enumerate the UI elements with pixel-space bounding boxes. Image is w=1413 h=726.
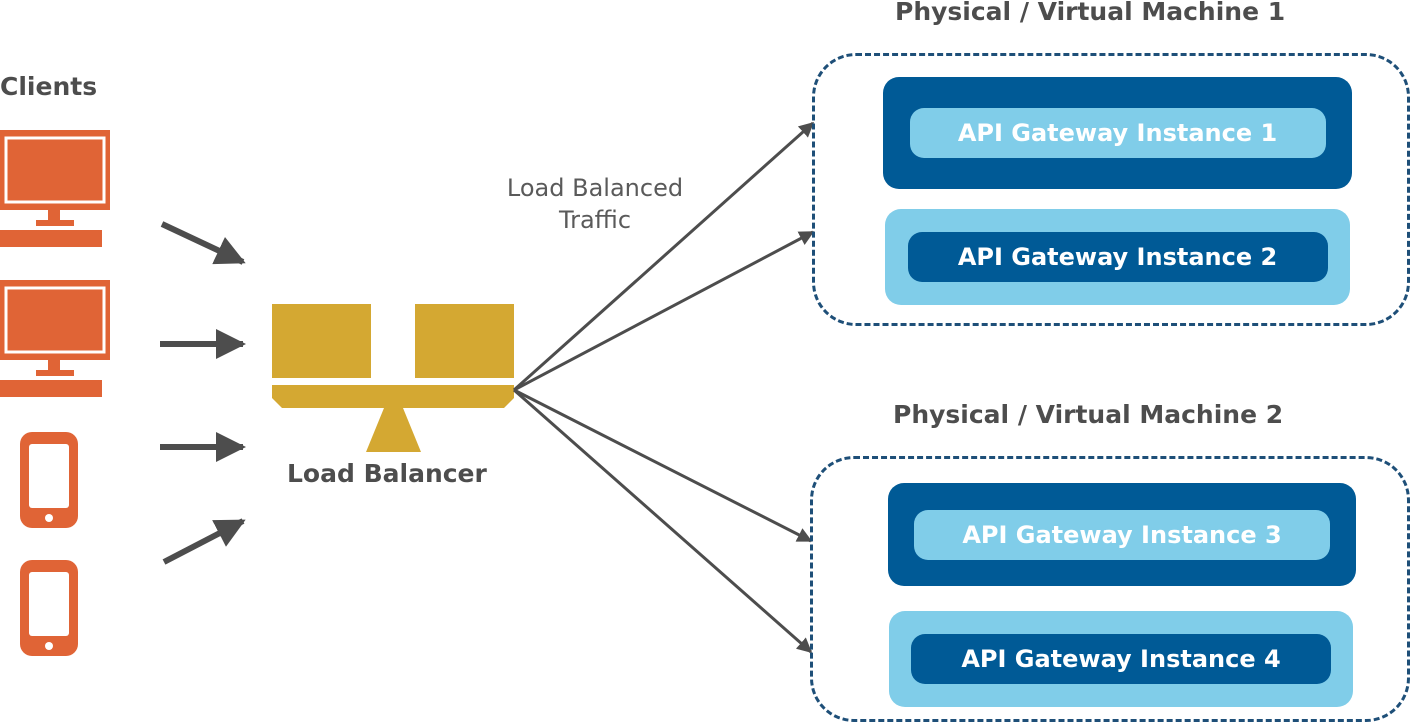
phone-icon	[20, 560, 78, 656]
instance-label: API Gateway Instance 4	[911, 634, 1331, 684]
traffic-arrow	[513, 230, 815, 392]
machine-container	[810, 456, 1410, 722]
traffic-label-line: Load Balanced	[506, 174, 684, 202]
client-arrow	[162, 518, 246, 565]
instance-label: API Gateway Instance 3	[914, 509, 1330, 560]
traffic-arrow	[513, 388, 813, 543]
phone-icon	[20, 432, 78, 528]
traffic-arrow	[513, 388, 813, 654]
instance-card: API Gateway Instance 3	[888, 483, 1356, 586]
instance-label: API Gateway Instance 1	[909, 108, 1326, 158]
machine-title: Physical / Virtual Machine 2	[893, 400, 1284, 429]
instance-label: API Gateway Instance 2	[907, 232, 1328, 282]
traffic-label-line: Traffic	[558, 206, 632, 234]
load-balancer-label: Load Balancer	[287, 459, 487, 488]
traffic-label: Load Balanced Traffic	[470, 172, 720, 236]
desktop-icon	[0, 130, 110, 247]
clients-title: Clients	[0, 72, 98, 101]
machine-container	[812, 53, 1410, 326]
traffic-arrow	[513, 121, 815, 392]
load-balancer-icon	[272, 304, 514, 452]
desktop-icon	[0, 280, 110, 397]
machine-title: Physical / Virtual Machine 1	[895, 0, 1286, 26]
instance-card: API Gateway Instance 4	[889, 611, 1353, 707]
instance-card: API Gateway Instance 2	[885, 209, 1350, 305]
instance-card: API Gateway Instance 1	[883, 77, 1352, 189]
client-arrow	[160, 221, 246, 265]
